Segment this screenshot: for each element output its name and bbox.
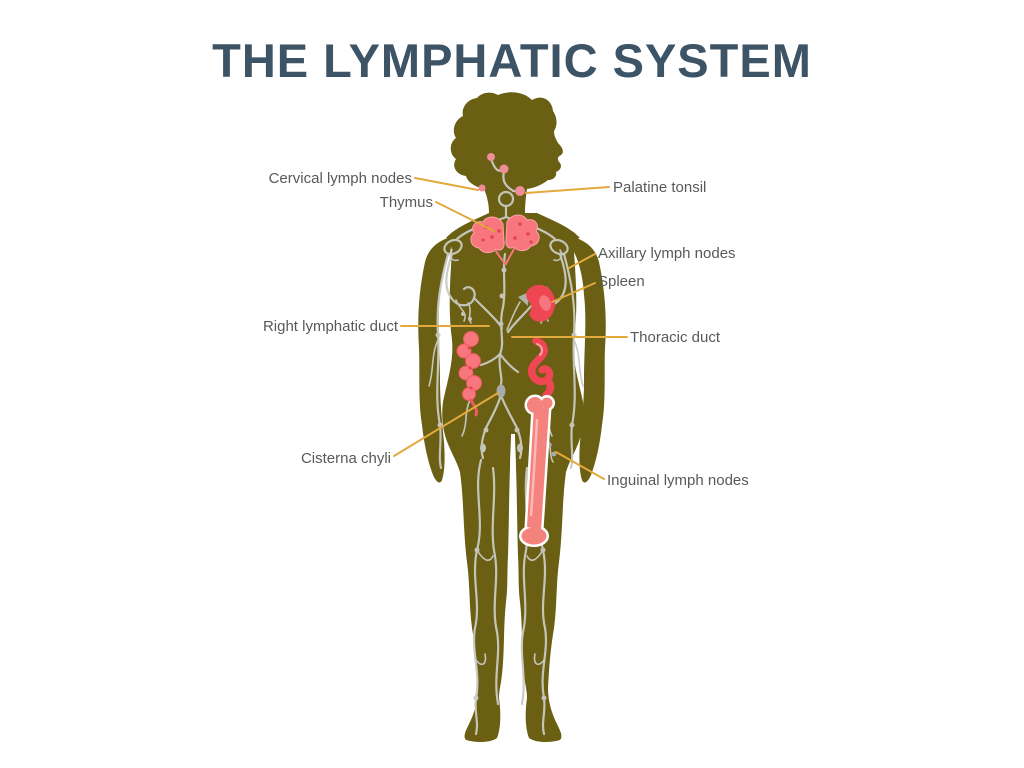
torso-legs-silhouette [442, 213, 584, 743]
right-arm-silhouette [572, 238, 606, 483]
femur-bone [519, 394, 555, 547]
thoracic-duct-organ [527, 337, 555, 399]
label-cisterna-chyli: Cisterna chyli [300, 450, 391, 467]
label-spleen: Spleen [598, 273, 645, 290]
leader-palatine [525, 186, 610, 194]
thymus-organ [470, 214, 540, 265]
leader-inguinal [555, 451, 605, 480]
label-thymus: Thymus [379, 194, 433, 211]
label-cervical-lymph-nodes: Cervical lymph nodes [268, 170, 412, 187]
organs [456, 153, 557, 547]
head-silhouette [450, 92, 563, 213]
leader-lines [393, 177, 628, 480]
palatine-tonsil-node [515, 186, 525, 196]
leader-cisterna [393, 392, 499, 457]
label-axillary-lymph-nodes: Axillary lymph nodes [598, 245, 736, 262]
page-title: THE LYMPHATIC SYSTEM [212, 34, 812, 87]
label-thoracic-duct: Thoracic duct [630, 329, 721, 346]
label-inguinal-lymph-nodes: Inguinal lymph nodes [607, 472, 749, 489]
label-right-lymphatic-duct: Right lymphatic duct [262, 318, 398, 335]
leader-axillary [568, 253, 596, 269]
label-palatine-tonsil: Palatine tonsil [613, 179, 707, 196]
leader-spleen [551, 282, 596, 303]
leader-cervical [414, 177, 479, 191]
left-arm-silhouette [418, 238, 452, 483]
cervical-lymph-nodes [478, 153, 509, 192]
spleen-organ [518, 284, 556, 322]
leader-thymus [435, 201, 495, 232]
cisterna-chyli-node [496, 384, 506, 398]
